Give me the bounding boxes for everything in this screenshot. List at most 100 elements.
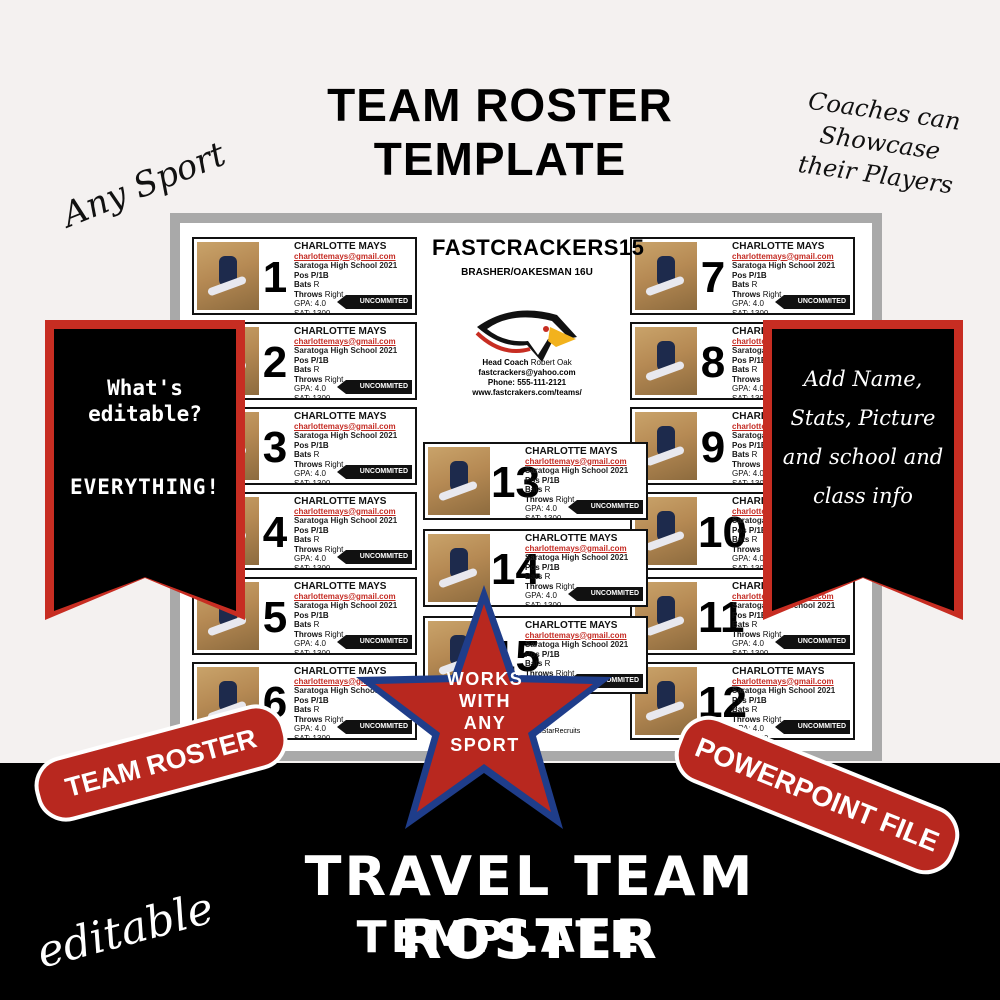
features-text: Add Name, Stats, Picture and school and …	[782, 367, 944, 508]
player-gpa: 4.0	[545, 504, 557, 513]
player-school: Saratoga High School 2021	[294, 686, 398, 695]
player-school: Saratoga High School 2021	[294, 346, 398, 355]
player-email: charlottemays@gmail.com	[294, 336, 396, 346]
player-name: CHARLOTTE MAYS	[732, 666, 825, 677]
player-name: CHARLOTTE MAYS	[525, 533, 618, 544]
player-sat: 1300	[543, 600, 562, 607]
player-sat: 1300	[750, 648, 769, 655]
player-number: 5	[262, 593, 288, 642]
player-position: Pos P/1B	[294, 270, 329, 280]
player-bats: R	[751, 365, 758, 374]
throws-label: Throws	[732, 459, 761, 469]
player-number: 3	[262, 423, 288, 472]
player-position: Pos P/1B	[732, 695, 767, 705]
gpa-label: GPA:	[525, 591, 544, 600]
player-bats: R	[751, 620, 758, 629]
bats-label: Bats	[294, 535, 312, 544]
player-throws: Right	[324, 374, 344, 384]
player-number: 1	[262, 253, 288, 302]
team-website: www.fastcrakers.com/teams/	[472, 388, 582, 397]
star-badge	[356, 585, 612, 829]
gpa-label: GPA:	[294, 384, 313, 393]
team-subtitle: BRASHER/OAKESMAN 16U	[461, 267, 593, 278]
player-school: Saratoga High School 2021	[525, 466, 629, 475]
commit-status-badge: UNCOMMITED	[337, 550, 412, 564]
gpa-label: GPA:	[732, 469, 751, 478]
player-position: Pos P/1B	[525, 649, 560, 659]
bottom-title-line-2: TEMPLATE	[356, 912, 644, 963]
bats-label: Bats	[732, 450, 750, 459]
gpa-label: GPA:	[294, 299, 313, 308]
coach-phone: Phone: 555-111-2121	[487, 378, 567, 387]
editable-answer: EVERYTHING!	[69, 475, 221, 499]
star-text: WORKS WITH ANY SPORT	[410, 668, 560, 756]
bats-label: Bats	[732, 280, 750, 289]
page-title: TEAM ROSTER TEMPLATE	[250, 78, 750, 186]
player-throws: Right	[555, 494, 575, 504]
player-position: Pos P/1B	[294, 355, 329, 365]
player-position: Pos P/1B	[525, 562, 560, 572]
player-bats: R	[751, 450, 758, 459]
commit-status-badge: UNCOMMITED	[337, 635, 412, 649]
player-bats: R	[313, 365, 320, 374]
player-throws: Right	[555, 668, 575, 678]
player-name: CHARLOTTE MAYS	[294, 496, 387, 507]
player-position: Pos P/1B	[294, 525, 329, 535]
bats-label: Bats	[294, 450, 312, 459]
title-line-2: TEMPLATE	[373, 133, 627, 185]
sat-label: SAT:	[294, 563, 311, 570]
player-sat: 1300	[750, 563, 769, 570]
player-sat: 1300	[750, 308, 769, 315]
footer-credit: /AllStarRecruits	[532, 728, 581, 735]
player-gpa: 4.0	[314, 554, 326, 563]
coach-label: Head Coach	[482, 358, 529, 367]
player-gpa: 4.0	[752, 554, 764, 563]
player-gpa: 4.0	[752, 384, 764, 393]
coaches-caption: Coaches can Showcase their Players	[796, 86, 963, 200]
throws-label: Throws	[294, 289, 323, 299]
player-position: Pos P/1B	[294, 610, 329, 620]
player-photo	[428, 534, 490, 602]
editable-question: What's editable?	[88, 376, 202, 426]
player-number: 9	[700, 423, 726, 472]
sat-label: SAT:	[732, 308, 749, 315]
player-position: Pos P/1B	[732, 270, 767, 280]
player-bats: R	[751, 705, 758, 714]
player-sat: 1300	[312, 563, 331, 570]
commit-status-badge: UNCOMMITED	[568, 587, 643, 601]
player-number: 2	[262, 338, 288, 387]
bottom-title-line-1: TRAVEL TEAM ROSTER	[304, 845, 756, 971]
sat-label: SAT:	[294, 393, 311, 400]
throws-label: Throws	[732, 374, 761, 384]
player-gpa: 4.0	[545, 591, 557, 600]
commit-status-badge: UNCOMMITED	[775, 720, 850, 734]
throws-label: Throws	[732, 289, 761, 299]
player-bats: R	[313, 450, 320, 459]
star-line-2: WITH	[459, 691, 511, 711]
throws-label: Throws	[525, 581, 554, 591]
player-bats: R	[751, 280, 758, 289]
bats-label: Bats	[732, 535, 750, 544]
player-gpa: 4.0	[314, 639, 326, 648]
commit-status-badge: UNCOMMITED	[568, 500, 643, 514]
commit-status-badge: UNCOMMITED	[337, 465, 412, 479]
player-throws: Right	[324, 629, 344, 639]
player-bats: R	[544, 572, 551, 581]
player-throws: Right	[324, 289, 344, 299]
coach-contact: Head Coach Robert Oak fastcrackers@yahoo…	[432, 358, 622, 398]
player-number: 13	[491, 458, 540, 507]
player-email: charlottemays@gmail.com	[294, 676, 396, 686]
commit-status-badge: UNCOMMITED	[775, 295, 850, 309]
gpa-label: GPA:	[732, 639, 751, 648]
player-name: CHARLOTTE MAYS	[525, 620, 618, 631]
gpa-label: GPA:	[732, 384, 751, 393]
throws-label: Throws	[732, 544, 761, 554]
